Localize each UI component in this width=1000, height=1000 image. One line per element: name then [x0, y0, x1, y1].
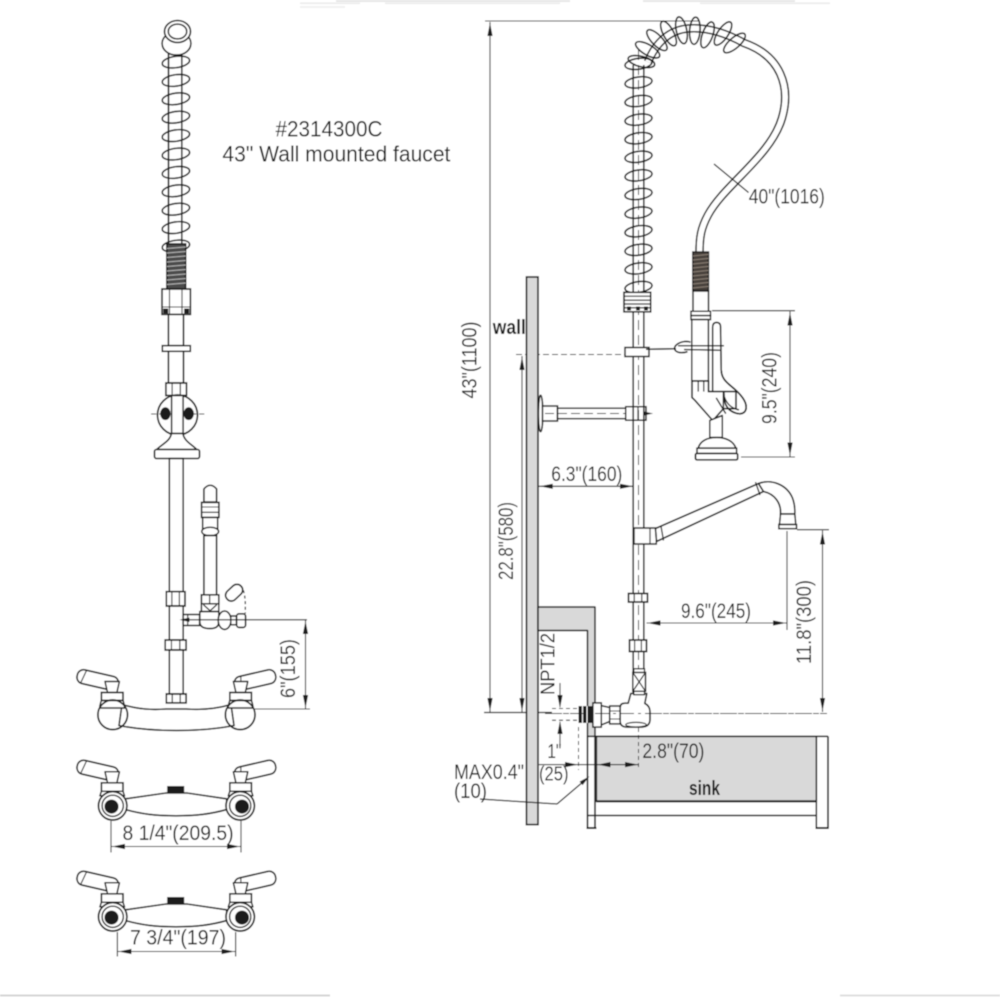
svg-text:NPT1/2: NPT1/2 — [538, 633, 560, 695]
svg-text:43" Wall mounted faucet: 43" Wall mounted faucet — [222, 142, 450, 167]
svg-text:1": 1" — [547, 741, 561, 763]
svg-text:9.5"(240): 9.5"(240) — [759, 352, 782, 424]
svg-text:wall: wall — [492, 317, 526, 339]
svg-text:22.8"(580): 22.8"(580) — [495, 502, 518, 580]
svg-text:9.6"(245): 9.6"(245) — [681, 600, 751, 623]
svg-text:(10): (10) — [454, 780, 487, 803]
svg-text:43"(1100): 43"(1100) — [459, 322, 482, 399]
svg-text:#2314300C: #2314300C — [276, 117, 383, 142]
svg-text:7 3/4"(197): 7 3/4"(197) — [130, 926, 226, 950]
svg-text:6"(155): 6"(155) — [277, 639, 300, 698]
svg-text:40"(1016): 40"(1016) — [749, 186, 825, 209]
svg-text:6.3"(160): 6.3"(160) — [551, 463, 622, 486]
svg-text:sink: sink — [689, 778, 721, 800]
svg-text:(25): (25) — [539, 764, 569, 786]
svg-text:11.8"(300): 11.8"(300) — [793, 580, 816, 664]
svg-text:2.8"(70): 2.8"(70) — [642, 740, 704, 763]
svg-text:MAX0.4": MAX0.4" — [454, 761, 524, 784]
svg-text:8 1/4"(209.5): 8 1/4"(209.5) — [123, 821, 234, 845]
